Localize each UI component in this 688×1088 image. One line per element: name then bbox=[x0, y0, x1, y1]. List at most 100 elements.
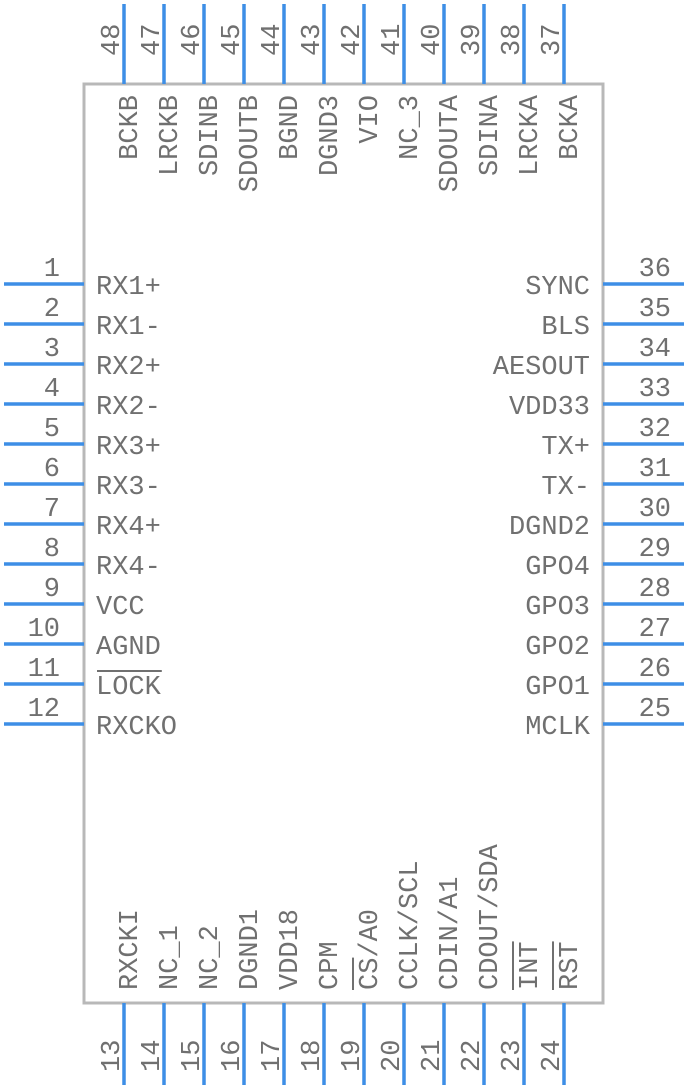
pin-name: BLS bbox=[541, 313, 590, 343]
pin-number: 34 bbox=[639, 335, 671, 365]
pin-name: GPO3 bbox=[525, 593, 590, 623]
pin-name: GPO2 bbox=[525, 633, 590, 663]
pin-name: VIO bbox=[356, 95, 386, 144]
pin-20: 20 CCLK/SCL bbox=[378, 860, 426, 1085]
pin-name: LRCKB bbox=[156, 95, 186, 176]
pin-number: 25 bbox=[639, 695, 671, 725]
pin-number: 28 bbox=[639, 575, 671, 605]
pin-number: 48 bbox=[98, 24, 128, 56]
pin-number: 20 bbox=[378, 1040, 408, 1072]
pin-name: CCLK/SCL bbox=[396, 860, 426, 990]
pin-number: 43 bbox=[298, 24, 328, 56]
pin-name: CS/A0 bbox=[356, 909, 386, 990]
pin-name: NC_2 bbox=[196, 925, 226, 990]
pin-number: 18 bbox=[298, 1040, 328, 1072]
pin-number: 9 bbox=[44, 575, 60, 605]
pin-name: VCC bbox=[96, 593, 145, 623]
pin-name: CDOUT/SDA bbox=[476, 843, 506, 990]
pin-name: GPO1 bbox=[525, 673, 590, 703]
pin-name: RX1- bbox=[96, 313, 161, 343]
pin-name: SDOUTA bbox=[436, 94, 466, 192]
pin-number: 36 bbox=[639, 255, 671, 285]
pin-name: SDINB bbox=[196, 95, 226, 176]
pin-name: RST bbox=[556, 941, 586, 990]
pin-name: SDOUTB bbox=[236, 95, 266, 192]
pin-number: 12 bbox=[28, 695, 60, 725]
pin-name: RX4+ bbox=[96, 513, 161, 543]
pin-name: DGND2 bbox=[509, 513, 590, 543]
pin-name: BCKA bbox=[556, 94, 586, 160]
pin-number: 6 bbox=[44, 455, 60, 485]
pin-number: 7 bbox=[44, 495, 60, 525]
pin-number: 45 bbox=[218, 24, 248, 56]
pin-number: 38 bbox=[498, 24, 528, 56]
pin-number: 29 bbox=[639, 535, 671, 565]
pin-name: RX2+ bbox=[96, 353, 161, 383]
pin-name: MCLK bbox=[525, 713, 591, 743]
pin-number: 44 bbox=[258, 24, 288, 56]
pin-number: 16 bbox=[218, 1040, 248, 1072]
pin-number: 39 bbox=[458, 24, 488, 56]
pin-name: RX3- bbox=[96, 473, 161, 503]
pin-number: 5 bbox=[44, 415, 60, 445]
pin-name: DGND1 bbox=[236, 909, 266, 990]
pin-number: 41 bbox=[378, 24, 408, 56]
pin-number: 4 bbox=[44, 375, 60, 405]
pin-name: RXCKI bbox=[116, 909, 146, 990]
pin-name: RX2- bbox=[96, 393, 161, 423]
pin-name: NC_3 bbox=[396, 95, 426, 160]
pin-number: 15 bbox=[178, 1040, 208, 1072]
pin-number: 21 bbox=[418, 1040, 448, 1072]
ic-body-outline bbox=[82, 82, 605, 1005]
pin-number: 33 bbox=[639, 375, 671, 405]
pin-number: 23 bbox=[498, 1040, 528, 1072]
pin-number: 13 bbox=[98, 1040, 128, 1072]
pin-number: 31 bbox=[639, 455, 671, 485]
pin-16: 16 DGND1 bbox=[218, 909, 266, 1085]
pin-name: LOCK bbox=[96, 673, 162, 703]
pin-number: 42 bbox=[338, 24, 368, 56]
pin-number: 37 bbox=[538, 24, 568, 56]
pin-name: RX4- bbox=[96, 553, 161, 583]
pin-number: 10 bbox=[28, 615, 60, 645]
pin-name: RXCKO bbox=[96, 713, 177, 743]
pin-number: 35 bbox=[639, 295, 671, 325]
pin-name: VDD33 bbox=[509, 393, 590, 423]
pin-name: RX3+ bbox=[96, 433, 161, 463]
pin-name: SDINA bbox=[476, 94, 506, 176]
